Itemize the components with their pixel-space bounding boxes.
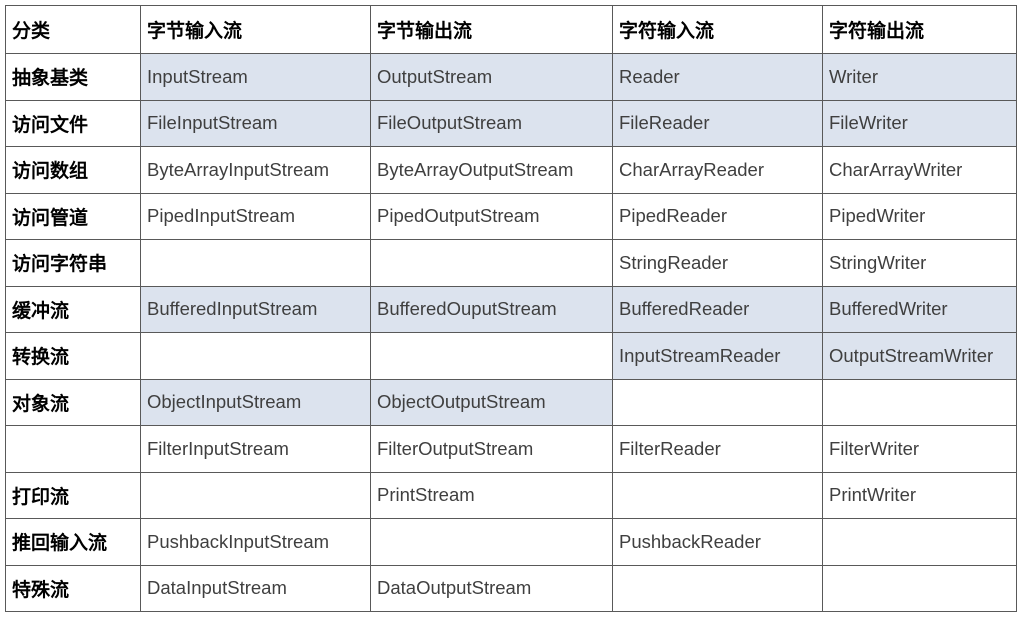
stream-class-cell: ObjectInputStream <box>140 378 371 426</box>
stream-class-cell: FileInputStream <box>140 99 371 147</box>
stream-class-cell: PipedOutputStream <box>370 192 613 240</box>
row-category-label: 访问数组 <box>5 146 141 194</box>
stream-class-cell: StringWriter <box>822 239 1017 287</box>
stream-class-cell <box>140 332 371 380</box>
row-category-label: 对象流 <box>5 378 141 426</box>
row-category-label: 推回输入流 <box>5 518 141 566</box>
stream-class-cell: Writer <box>822 53 1017 101</box>
stream-class-cell: BufferedOuputStream <box>370 285 613 333</box>
row-category-label: 特殊流 <box>5 564 141 612</box>
stream-class-cell: BufferedInputStream <box>140 285 371 333</box>
column-header-byte-output: 字节输出流 <box>370 5 613 54</box>
stream-class-cell: PipedInputStream <box>140 192 371 240</box>
stream-class-cell <box>140 471 371 519</box>
stream-class-cell <box>612 378 823 426</box>
row-category-label <box>5 425 141 473</box>
stream-class-cell <box>822 564 1017 612</box>
stream-class-cell: BufferedWriter <box>822 285 1017 333</box>
stream-class-cell: FileOutputStream <box>370 99 613 147</box>
row-category-label: 访问管道 <box>5 192 141 240</box>
column-header-category: 分类 <box>5 5 141 54</box>
stream-class-cell: FilterWriter <box>822 425 1017 473</box>
stream-class-cell: FileReader <box>612 99 823 147</box>
row-category-label: 转换流 <box>5 332 141 380</box>
stream-class-cell: PushbackReader <box>612 518 823 566</box>
stream-class-cell: ByteArrayInputStream <box>140 146 371 194</box>
row-category-label: 打印流 <box>5 471 141 519</box>
stream-class-cell <box>370 518 613 566</box>
stream-class-cell <box>370 332 613 380</box>
stream-class-cell <box>822 378 1017 426</box>
stream-class-cell: DataOutputStream <box>370 564 613 612</box>
stream-class-cell: FilterInputStream <box>140 425 371 473</box>
stream-class-cell: InputStreamReader <box>612 332 823 380</box>
row-category-label: 抽象基类 <box>5 53 141 101</box>
stream-class-cell: FilterOutputStream <box>370 425 613 473</box>
stream-class-cell <box>612 471 823 519</box>
stream-class-cell: FileWriter <box>822 99 1017 147</box>
stream-class-cell: PrintWriter <box>822 471 1017 519</box>
stream-class-cell <box>370 239 613 287</box>
stream-class-cell: OutputStream <box>370 53 613 101</box>
stream-class-cell: ObjectOutputStream <box>370 378 613 426</box>
table-header: 分类 字节输入流 字节输出流 字符输入流 字符输出流 <box>5 5 1017 54</box>
stream-class-cell: BufferedReader <box>612 285 823 333</box>
row-category-label: 访问文件 <box>5 99 141 147</box>
row-category-label: 缓冲流 <box>5 285 141 333</box>
column-header-char-input: 字符输入流 <box>612 5 823 54</box>
stream-class-cell: Reader <box>612 53 823 101</box>
stream-class-cell: FilterReader <box>612 425 823 473</box>
stream-class-cell: PipedReader <box>612 192 823 240</box>
row-category-label: 访问字符串 <box>5 239 141 287</box>
stream-class-cell: CharArrayWriter <box>822 146 1017 194</box>
stream-class-cell <box>612 564 823 612</box>
stream-class-cell: PipedWriter <box>822 192 1017 240</box>
stream-class-cell: DataInputStream <box>140 564 371 612</box>
stream-class-cell: ByteArrayOutputStream <box>370 146 613 194</box>
column-header-byte-input: 字节输入流 <box>140 5 371 54</box>
column-header-char-output: 字符输出流 <box>822 5 1017 54</box>
stream-class-cell: OutputStreamWriter <box>822 332 1017 380</box>
stream-class-cell: StringReader <box>612 239 823 287</box>
stream-class-cell <box>140 239 371 287</box>
header-row: 分类 字节输入流 字节输出流 字符输入流 字符输出流 <box>5 5 1017 54</box>
stream-class-cell: PushbackInputStream <box>140 518 371 566</box>
stream-class-cell <box>822 518 1017 566</box>
stream-class-cell: InputStream <box>140 53 371 101</box>
stream-class-cell: PrintStream <box>370 471 613 519</box>
table-row: 打印流 PrintStream PrintWriter <box>5 471 1017 519</box>
stream-class-cell: CharArrayReader <box>612 146 823 194</box>
